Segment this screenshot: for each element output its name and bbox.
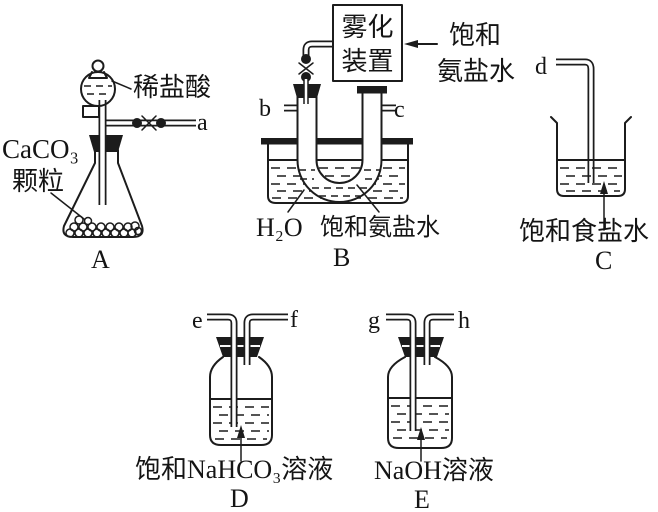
- funnel-stopcock: [82, 105, 100, 118]
- apparatus-a-gas-generator: 稀盐酸 CaCO₃ 颗粒 a A: [2, 59, 211, 274]
- utube-brine-dashes: [299, 169, 380, 197]
- atomizer-box: [332, 4, 403, 82]
- funnel-collar: [88, 71, 108, 79]
- utube-brine-label: 饱和氨盐水: [320, 214, 440, 241]
- beaker: [550, 116, 632, 197]
- granule-label: 颗粒: [12, 167, 64, 196]
- feed-arrow-icon: [404, 40, 438, 48]
- tube-d-outer: [556, 58, 595, 183]
- granule-leader-line: [50, 192, 85, 220]
- port-d-label: d: [535, 54, 547, 80]
- tube-d-inner: [556, 60, 593, 183]
- bottle-e-solution-label: NaOH溶液: [374, 456, 494, 485]
- apparatus-b-atomizer-utube: 雾化 装置 饱和 氨盐水 b c H₂O 饱和氨盐水 B: [256, 4, 515, 272]
- feed-label-line2: 氨盐水: [437, 57, 515, 86]
- port-h-label: h: [458, 308, 470, 334]
- caco3-label: CaCO₃: [2, 134, 79, 164]
- apparatus-a-id: A: [91, 245, 110, 274]
- tube-h-inner: [425, 315, 454, 365]
- bottle-d-arrow-icon: [237, 425, 245, 462]
- port-a-label: a: [197, 110, 208, 136]
- funnel-knob: [91, 59, 105, 73]
- apparatus-b-id: B: [333, 243, 350, 272]
- port-c-label: c: [394, 97, 405, 123]
- right-tube-mouth: [357, 86, 387, 94]
- port-g-label: g: [368, 308, 380, 334]
- bottle-d-liquid-dashes: [213, 406, 269, 440]
- port-b-label: b: [259, 96, 271, 122]
- beaker-arrow-icon: [600, 181, 608, 231]
- acid-leader-line: [111, 80, 132, 90]
- tube-e-inner: [207, 315, 236, 427]
- atomizer-valve-icon: [298, 54, 314, 82]
- apparatus-d-id: D: [230, 484, 249, 512]
- tube-g-inner: [386, 315, 415, 431]
- water-trough: [267, 143, 409, 204]
- port-f-label: f: [290, 307, 298, 333]
- water-leader-line: [287, 189, 305, 213]
- atomizer-feed-tube-inner: [304, 42, 333, 56]
- beaker-solution-label: 饱和食盐水: [519, 217, 649, 246]
- trough-rim: [261, 138, 413, 145]
- bottle-d-solution-label: 饱和NaHCO₃溶液: [135, 455, 333, 484]
- water-label: H₂O: [256, 213, 303, 242]
- brine-leader-line: [356, 184, 380, 213]
- acid-label: 稀盐酸: [133, 73, 211, 102]
- erlenmeyer-flask: [62, 149, 144, 238]
- apparatus-e-wash-bottle: g h NaOH溶液 E: [368, 308, 494, 512]
- bottle-e-liquid-dashes: [391, 405, 449, 439]
- tube-f-inner: [245, 315, 288, 365]
- caco3-granules: [65, 215, 143, 238]
- apparatus-e-id: E: [414, 485, 430, 512]
- atomizer-box-label-2: 装置: [341, 47, 393, 76]
- port-e-label: e: [192, 308, 203, 334]
- apparatus-c-id: C: [595, 246, 612, 275]
- bottle-e-arrow-icon: [417, 427, 425, 462]
- feed-label-line1: 饱和: [449, 21, 501, 50]
- atomizer-box-label-1: 雾化: [341, 13, 393, 42]
- bottle-e: [387, 356, 453, 449]
- apparatus-d-wash-bottle: e f 饱和NaHCO₃溶液 D: [135, 307, 333, 512]
- stopcock-valve-icon: [132, 115, 166, 131]
- beaker-liquid-dashes: [560, 167, 622, 192]
- apparatus-c-beaker: d 饱和食盐水 C: [519, 54, 649, 275]
